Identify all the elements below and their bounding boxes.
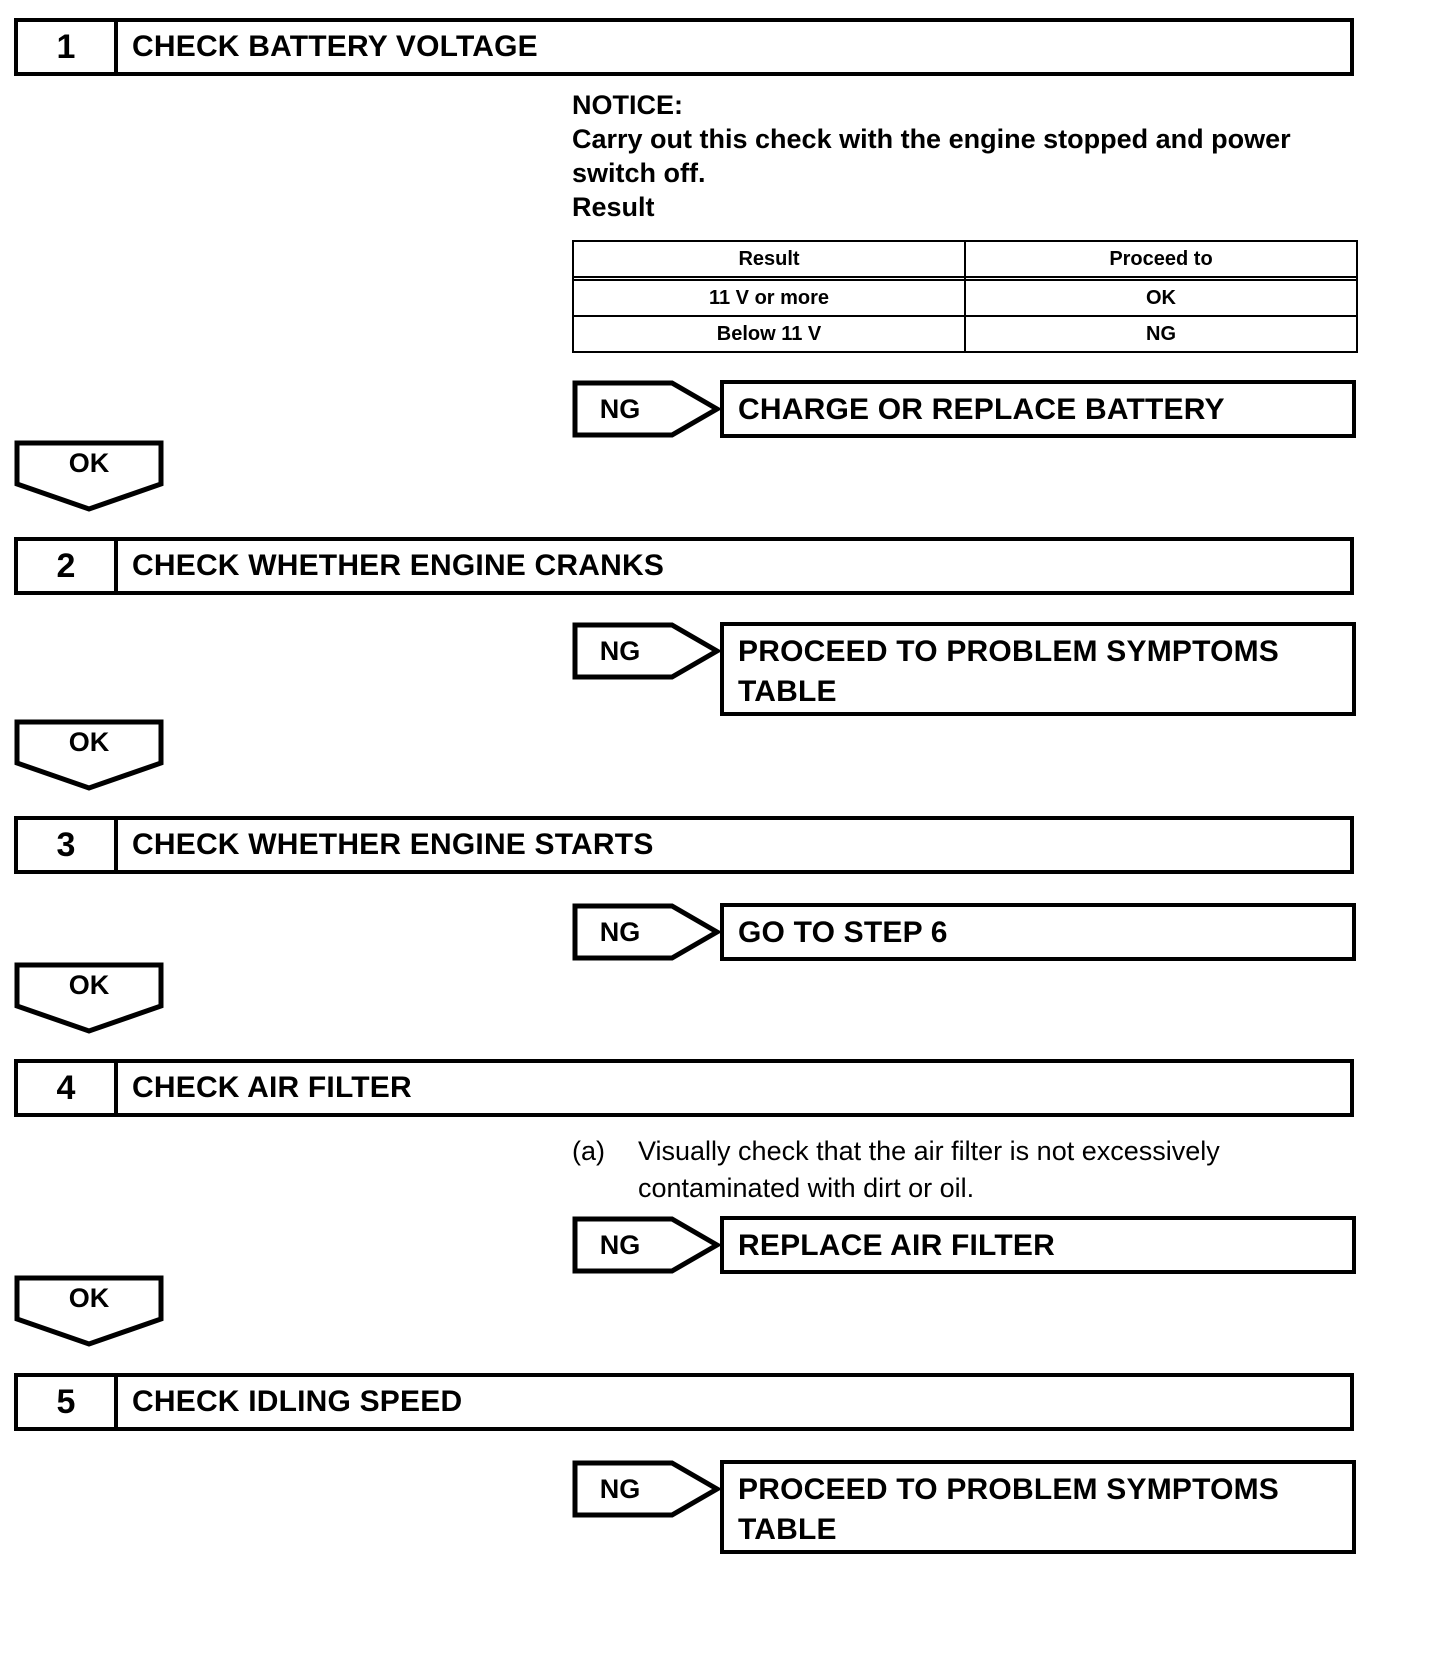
notice-block: NOTICE: Carry out this check with the en… [572,88,1362,224]
air-filter-detail-label: (a) [572,1136,605,1166]
air-filter-detail-line-1: Visually check that the air filter is no… [638,1136,1220,1166]
step-3-bar: 3 CHECK WHETHER ENGINE STARTS [14,816,1354,874]
ng-arrow-icon: NG [572,380,720,438]
result-table: Result Proceed to 11 V or more OK Below … [572,240,1358,353]
result-table-header-result: Result [572,240,966,278]
table-row: Below 11 V NG [572,315,1358,353]
table-row: 11 V or more OK [572,279,1358,317]
ok-connector-4: OK [14,1275,164,1347]
ng-branch-3: NG GO TO STEP 6 [572,903,1356,961]
ng-branch-2-line-2: TABLE [738,675,837,708]
step-3-title: CHECK WHETHER ENGINE STARTS [132,828,654,861]
ng-branch-2-line-1: PROCEED TO PROBLEM SYMPTOMS [738,635,1280,668]
ng-branch-5-line-1: PROCEED TO PROBLEM SYMPTOMS [738,1473,1280,1506]
ng-arrow-icon: NG [572,903,720,961]
step-1-number: 1 [18,22,118,72]
ng-branch-3-line-1: GO TO STEP 6 [738,916,948,949]
step-5-number: 5 [18,1377,118,1427]
ok-connector-3: OK [14,962,164,1034]
step-4-title: CHECK AIR FILTER [132,1071,412,1104]
result-table-header-proceed: Proceed to [964,240,1358,278]
step-1-bar: 1 CHECK BATTERY VOLTAGE [14,18,1354,76]
result-table-header-row: Result Proceed to [572,240,1358,278]
ok-connector-2: OK [14,719,164,791]
step-2-title: CHECK WHETHER ENGINE CRANKS [132,549,665,582]
result-table-double-rule [572,277,1358,280]
ng-branch-4: NG REPLACE AIR FILTER [572,1216,1356,1274]
step-2-number: 2 [18,541,118,591]
step-5-title: CHECK IDLING SPEED [132,1385,463,1418]
result-row-1-result: 11 V or more [572,279,966,317]
ng-branch-1-line-1: CHARGE OR REPLACE BATTERY [738,393,1225,426]
ng-branch-4-line-1: REPLACE AIR FILTER [738,1229,1055,1262]
result-row-1-proceed: OK [964,279,1358,317]
step-5-bar: 5 CHECK IDLING SPEED [14,1373,1354,1431]
ok-connector-1: OK [14,440,164,512]
step-2-bar: 2 CHECK WHETHER ENGINE CRANKS [14,537,1354,595]
air-filter-detail-line-2: contaminated with dirt or oil. [638,1173,975,1203]
step-3-number: 3 [18,820,118,870]
ng-branch-5-line-2: TABLE [738,1513,837,1546]
step-1-title: CHECK BATTERY VOLTAGE [132,30,538,63]
ng-branch-2: NG PROCEED TO PROBLEM SYMPTOMS TABLE [572,622,1356,716]
ng-arrow-icon: NG [572,1460,720,1518]
ng-branch-1-box: CHARGE OR REPLACE BATTERY [720,380,1356,438]
result-row-2-proceed: NG [964,315,1358,353]
result-row-2-result: Below 11 V [572,315,966,353]
ng-branch-2-box: PROCEED TO PROBLEM SYMPTOMS TABLE [720,622,1356,716]
notice-line-2: switch off. [572,158,706,188]
ng-branch-5: NG PROCEED TO PROBLEM SYMPTOMS TABLE [572,1460,1356,1554]
ng-arrow-icon: NG [572,1216,720,1274]
step-4-bar: 4 CHECK AIR FILTER [14,1059,1354,1117]
notice-line-1: Carry out this check with the engine sto… [572,124,1291,154]
ng-arrow-icon: NG [572,622,720,680]
ng-branch-5-box: PROCEED TO PROBLEM SYMPTOMS TABLE [720,1460,1356,1554]
ng-branch-3-box: GO TO STEP 6 [720,903,1356,961]
ng-branch-1: NG CHARGE OR REPLACE BATTERY [572,380,1356,438]
step-4-number: 4 [18,1063,118,1113]
air-filter-detail-text: Visually check that the air filter is no… [638,1133,1332,1207]
ng-branch-4-box: REPLACE AIR FILTER [720,1216,1356,1274]
notice-result-label: Result [572,192,655,222]
notice-heading: NOTICE: [572,90,683,120]
air-filter-detail: (a) Visually check that the air filter i… [572,1133,1332,1207]
